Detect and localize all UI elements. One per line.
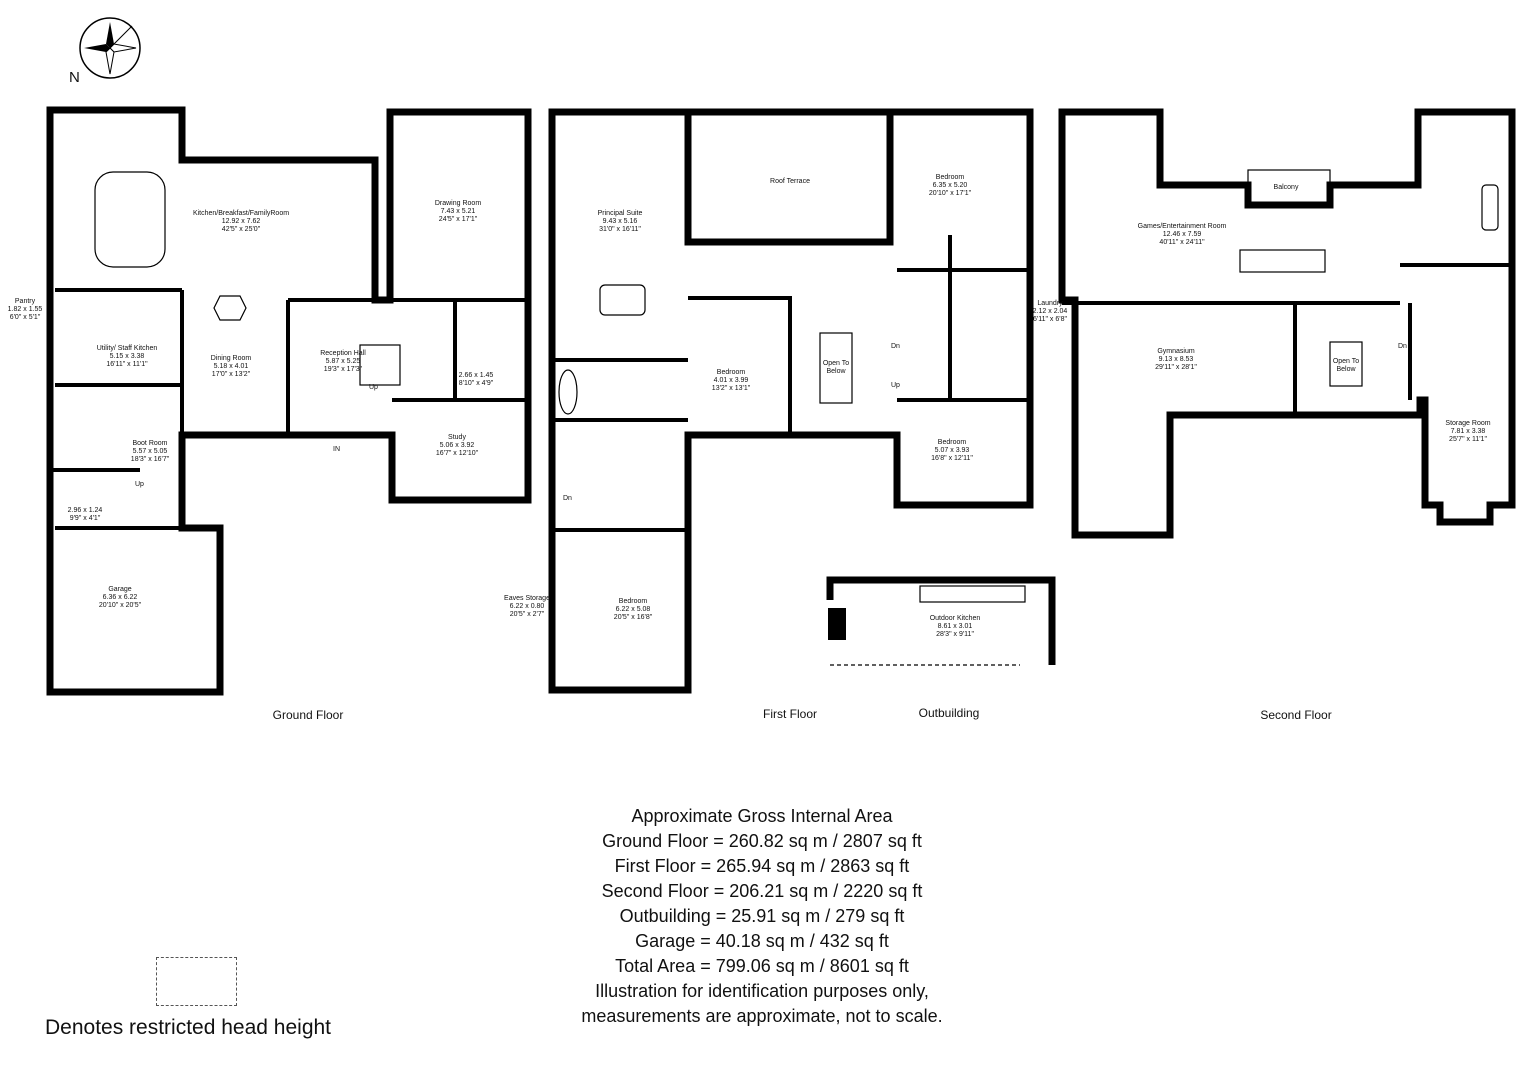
- north-label: N: [69, 69, 80, 86]
- area-line: Garage = 40.18 sq m / 432 sq ft: [635, 931, 889, 951]
- area-line: Ground Floor = 260.82 sq m / 2807 sq ft: [602, 831, 922, 851]
- compass-rose-icon: [79, 17, 141, 79]
- area-line: Total Area = 799.06 sq m / 8601 sq ft: [615, 956, 909, 976]
- first-floor-label: First Floor: [763, 707, 817, 721]
- room-label-balcony: Balcony: [1273, 184, 1299, 191]
- stair-up-label: Up: [891, 382, 900, 389]
- ground-floor-plan: [46, 106, 532, 696]
- outbuilding-label: Outbuilding: [918, 706, 980, 720]
- room-label-open-to-below: Open To Below: [1332, 358, 1360, 373]
- stair-down-label: Dn: [1398, 343, 1407, 350]
- stair-up-label: Up: [369, 384, 378, 391]
- area-title: Approximate Gross Internal Area: [631, 806, 893, 826]
- area-summary: Approximate Gross Internal Area Ground F…: [581, 804, 942, 1029]
- room-label-roof-terrace: Roof Terrace: [770, 178, 810, 185]
- disclaimer-line: measurements are approximate, not to sca…: [581, 1006, 943, 1026]
- area-line: Outbuilding = 25.91 sq m / 279 sq ft: [619, 906, 905, 926]
- second-floor-label: Second Floor: [1260, 708, 1332, 722]
- room-label-open-to-below: Open To Below: [822, 360, 850, 375]
- outbuilding-plan: [826, 576, 1056, 666]
- second-floor-plan: [1058, 108, 1516, 539]
- entrance-label: IN: [333, 446, 340, 453]
- ground-floor-label: Ground Floor: [272, 708, 344, 722]
- first-floor-plan: [548, 108, 1034, 694]
- restricted-height-legend-swatch: [156, 957, 237, 1006]
- stair-up-label: Up: [135, 481, 144, 488]
- disclaimer-line: Illustration for identification purposes…: [595, 981, 929, 1001]
- area-line: Second Floor = 206.21 sq m / 2220 sq ft: [601, 881, 923, 901]
- stair-down-label: Dn: [891, 343, 900, 350]
- legend-text: Denotes restricted head height: [45, 1016, 332, 1039]
- stair-down-label: Dn: [563, 495, 572, 502]
- area-line: First Floor = 265.94 sq m / 2863 sq ft: [614, 856, 910, 876]
